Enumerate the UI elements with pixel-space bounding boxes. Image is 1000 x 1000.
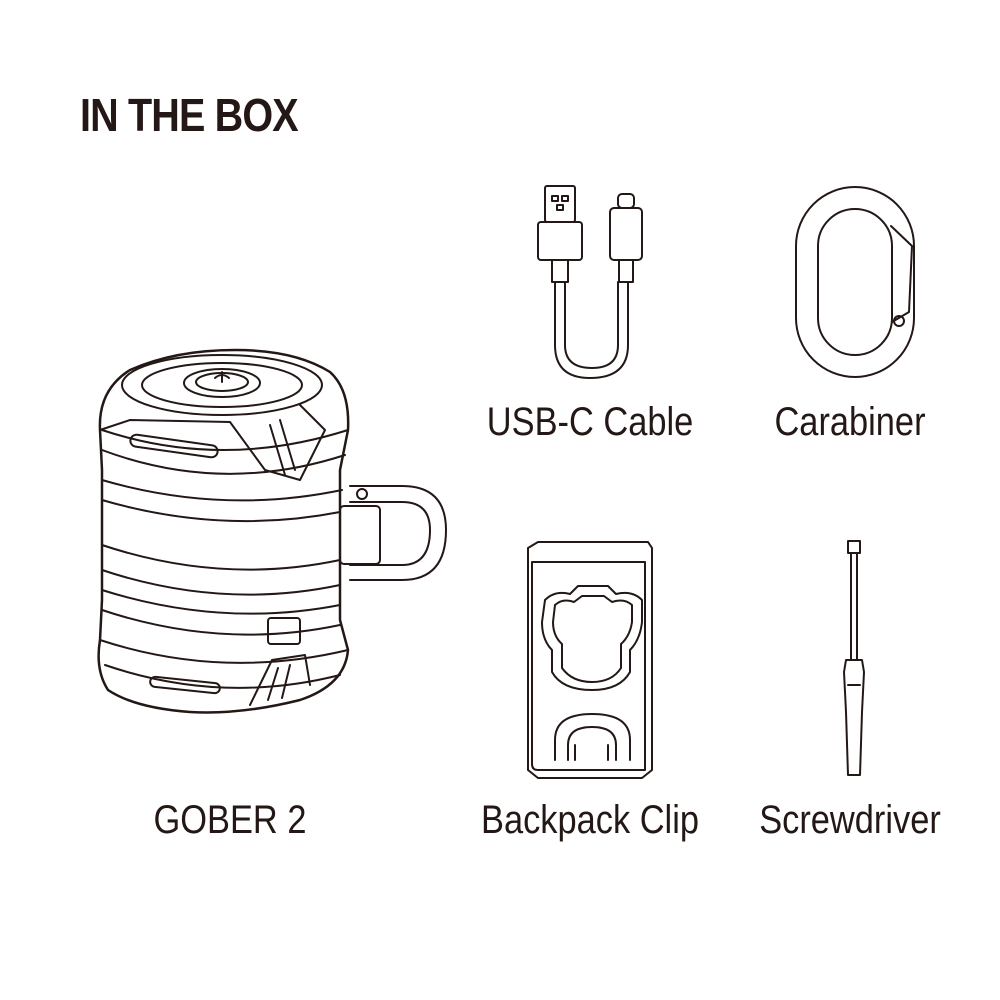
screwdriver-label: Screwdriver bbox=[759, 798, 941, 842]
page-title: IN THE BOX bbox=[80, 89, 299, 141]
usb-c-cable-label: USB-C Cable bbox=[486, 400, 694, 444]
carabiner-label: Carabiner bbox=[774, 400, 926, 444]
usb-c-cable-icon bbox=[537, 185, 643, 379]
gober-lantern-icon bbox=[97, 348, 447, 714]
carabiner-icon bbox=[795, 186, 915, 378]
screwdriver-icon bbox=[843, 540, 865, 776]
backpack-clip-label: Backpack Clip bbox=[481, 798, 699, 842]
gober-label: GOBER 2 bbox=[153, 798, 307, 842]
backpack-clip-icon bbox=[527, 541, 653, 779]
